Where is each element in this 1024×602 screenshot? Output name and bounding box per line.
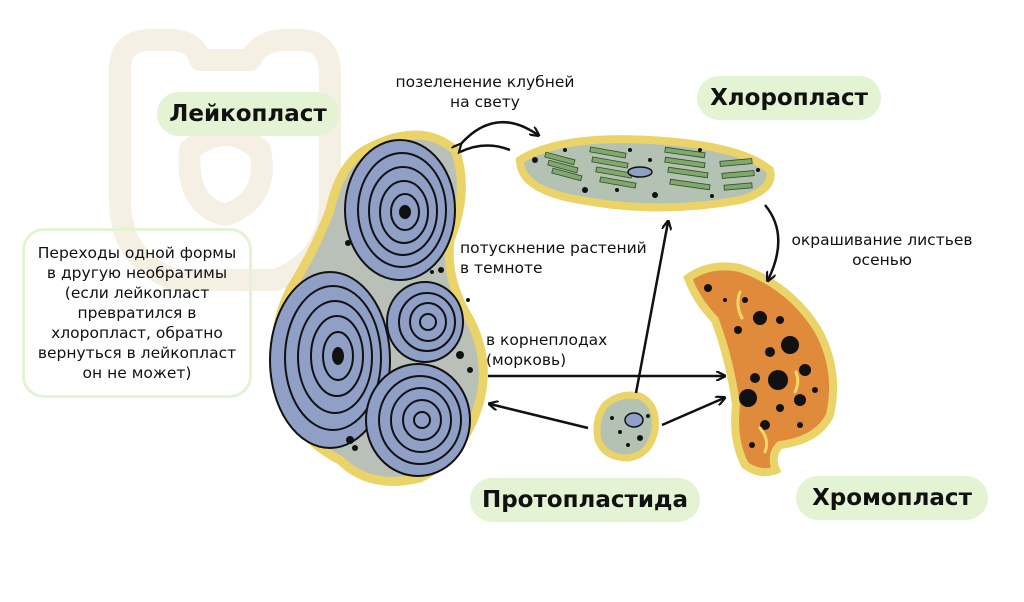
chromoplast-organelle xyxy=(683,262,838,477)
protoplastid-organelle xyxy=(593,391,659,462)
note-text: Переходы одной формы в другую необратимы… xyxy=(37,244,237,382)
arrow-protoplastid-leucoplast xyxy=(490,404,589,430)
arrows xyxy=(459,120,780,430)
arrow-chloroplast-chromoplast xyxy=(764,204,780,280)
arrow-leucoplast-chloroplast-top xyxy=(460,120,538,145)
protoplastid-label: Протопластида xyxy=(470,478,700,522)
leucoplast-organelle xyxy=(269,130,488,486)
autumn-caption: окрашивание листьев осенью xyxy=(791,231,973,269)
darkening-caption: потускнение растений в темноте xyxy=(460,239,647,277)
leucoplast-label: Лейкопласт xyxy=(157,92,339,136)
arrow-chloroplast-leucoplast-bottom xyxy=(459,144,511,154)
roots-caption: в корнеплодах (морковь) xyxy=(486,331,608,369)
arrow-protoplastid-chromoplast xyxy=(661,398,724,427)
arrow-protoplastid-chloroplast xyxy=(634,222,668,394)
greening-caption: позеленение клубней на свету xyxy=(395,73,575,111)
irreversibility-note: Переходы одной формы в другую необратимы… xyxy=(22,228,252,398)
chloroplast-label: Хлоропласт xyxy=(697,76,881,120)
chloroplast-organelle xyxy=(515,135,775,212)
chromoplast-label: Хромопласт xyxy=(796,476,988,520)
